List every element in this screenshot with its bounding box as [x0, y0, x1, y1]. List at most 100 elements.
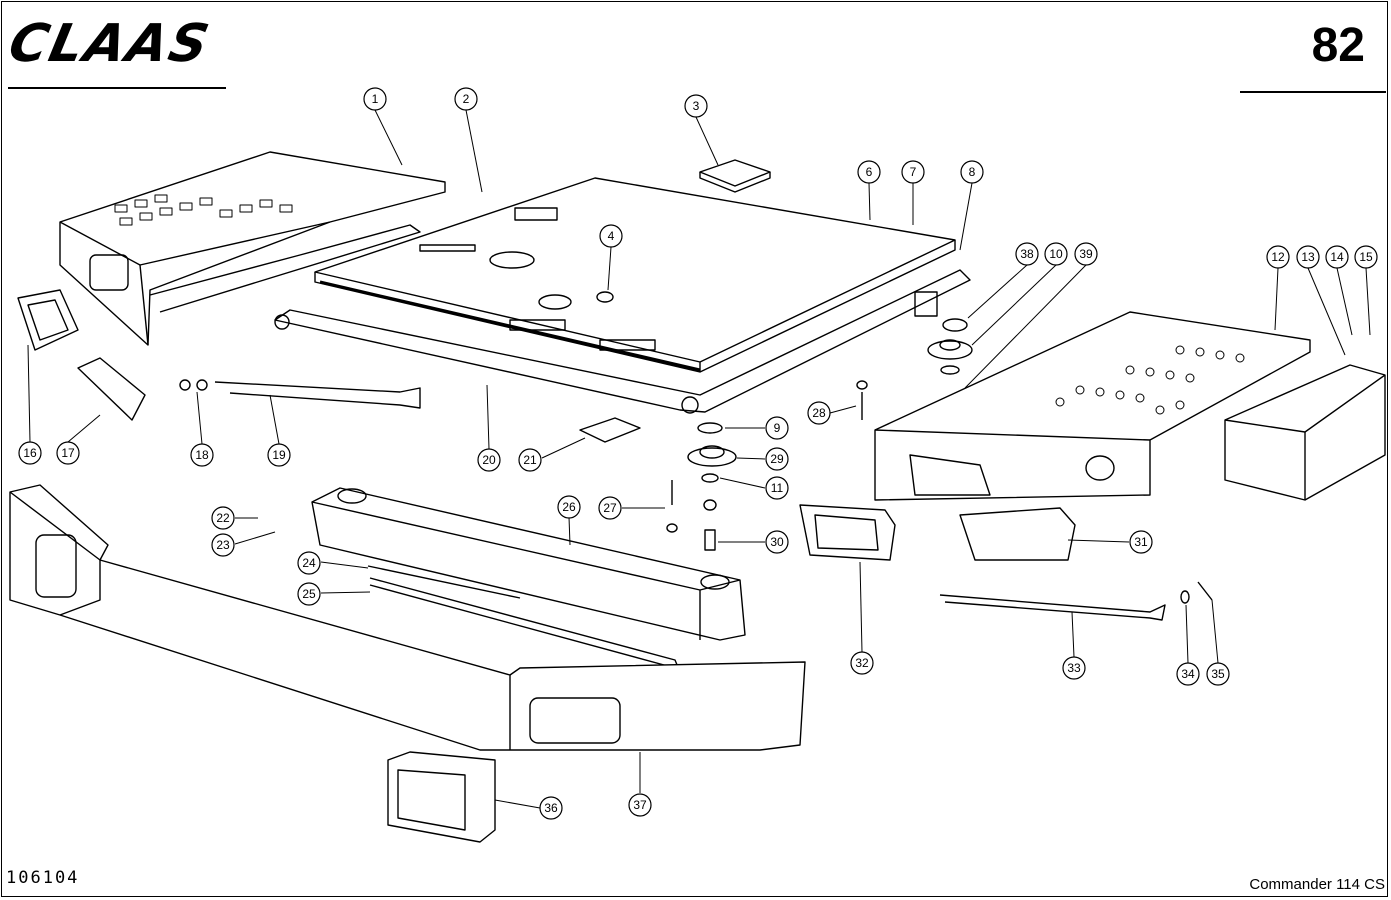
- svg-text:29: 29: [770, 452, 784, 466]
- svg-text:9: 9: [774, 421, 781, 435]
- callout-26: 26: [557, 495, 581, 519]
- part-21-cover: [579, 417, 641, 443]
- svg-text:12: 12: [1271, 250, 1285, 264]
- svg-text:36: 36: [544, 801, 558, 815]
- callout-2: 2: [454, 87, 478, 111]
- callout-35: 35: [1206, 662, 1230, 686]
- callout-13: 13: [1296, 245, 1320, 269]
- callout-9: 9: [765, 416, 789, 440]
- part-10-mount: [927, 318, 973, 375]
- svg-text:39: 39: [1079, 247, 1093, 261]
- part-19-rod: [179, 379, 421, 409]
- part-20-cross-member: [274, 269, 971, 414]
- svg-text:11: 11: [771, 481, 784, 495]
- svg-text:30: 30: [770, 535, 784, 549]
- svg-text:17: 17: [61, 446, 75, 460]
- leader-lines: [27, 109, 1371, 809]
- svg-text:35: 35: [1211, 667, 1225, 681]
- callout-17: 17: [56, 441, 80, 465]
- svg-text:28: 28: [812, 406, 826, 420]
- svg-text:10: 10: [1049, 247, 1063, 261]
- svg-text:15: 15: [1359, 250, 1373, 264]
- callout-37: 37: [628, 793, 652, 817]
- callout-20: 20: [477, 448, 501, 472]
- callout-16: 16: [18, 441, 42, 465]
- callout-27: 27: [598, 496, 622, 520]
- callout-1: 1: [363, 87, 387, 111]
- callout-8: 8: [960, 160, 984, 184]
- callout-38: 38: [1015, 242, 1039, 266]
- svg-text:21: 21: [523, 453, 537, 467]
- callout-23: 23: [211, 533, 235, 557]
- part-29-mount: [666, 380, 868, 551]
- part-16-duct-frame: [17, 289, 79, 351]
- svg-text:25: 25: [302, 587, 316, 601]
- part-31-plate: [959, 507, 1076, 561]
- svg-text:18: 18: [195, 448, 209, 462]
- svg-text:31: 31: [1134, 535, 1148, 549]
- svg-text:32: 32: [855, 656, 869, 670]
- callout-29: 29: [765, 447, 789, 471]
- model-name: Commander 114 CS: [1249, 876, 1385, 893]
- callout-11: 11: [765, 476, 789, 500]
- svg-text:7: 7: [910, 165, 917, 179]
- svg-text:33: 33: [1067, 661, 1081, 675]
- svg-text:2: 2: [463, 92, 470, 106]
- callout-6: 6: [857, 160, 881, 184]
- svg-text:14: 14: [1330, 250, 1344, 264]
- svg-text:6: 6: [866, 165, 873, 179]
- part-37-bumper: [9, 484, 806, 751]
- part-33-rod: [939, 581, 1213, 621]
- svg-text:26: 26: [562, 500, 576, 514]
- svg-text:24: 24: [302, 556, 316, 570]
- svg-text:4: 4: [608, 229, 615, 243]
- part-32-duct-frame: [799, 504, 896, 561]
- callout-21: 21: [518, 448, 542, 472]
- callout-31: 31: [1129, 530, 1153, 554]
- callout-14: 14: [1325, 245, 1349, 269]
- callout-28: 28: [807, 401, 831, 425]
- callout-labels: 1 2 3 4 6 7 8 38 10 39 12 13 14 15 16 17…: [18, 87, 1378, 820]
- svg-text:16: 16: [23, 446, 37, 460]
- callout-30: 30: [765, 530, 789, 554]
- callout-24: 24: [297, 551, 321, 575]
- svg-text:20: 20: [482, 453, 496, 467]
- part-3-pad: [699, 159, 771, 193]
- part-6-floor-plate: [314, 177, 956, 373]
- callout-12: 12: [1266, 245, 1290, 269]
- callout-25: 25: [297, 582, 321, 606]
- header-rule-right: [1240, 91, 1386, 93]
- svg-text:8: 8: [969, 165, 976, 179]
- callout-10: 10: [1044, 242, 1068, 266]
- callout-19: 19: [267, 443, 291, 467]
- page-number: 82: [1311, 19, 1365, 72]
- svg-text:23: 23: [216, 538, 230, 552]
- svg-text:13: 13: [1301, 250, 1315, 264]
- svg-text:3: 3: [693, 99, 700, 113]
- callout-22: 22: [211, 506, 235, 530]
- callout-39: 39: [1074, 242, 1098, 266]
- document-number: 106104: [6, 868, 80, 888]
- part-1-platform-frame: [59, 151, 446, 346]
- callout-3: 3: [684, 94, 708, 118]
- svg-text:34: 34: [1181, 667, 1195, 681]
- svg-text:22: 22: [216, 511, 230, 525]
- callout-18: 18: [190, 443, 214, 467]
- part-36-duct: [387, 751, 496, 843]
- callout-36: 36: [539, 796, 563, 820]
- svg-text:37: 37: [633, 798, 647, 812]
- callout-33: 33: [1062, 656, 1086, 680]
- header-rule-left: [8, 87, 226, 89]
- callout-7: 7: [901, 160, 925, 184]
- svg-text:27: 27: [603, 501, 617, 515]
- part-17-plate: [77, 357, 146, 421]
- part-26-tube: [311, 487, 746, 641]
- svg-text:1: 1: [372, 92, 379, 106]
- svg-text:19: 19: [272, 448, 286, 462]
- callout-15: 15: [1354, 245, 1378, 269]
- callout-32: 32: [850, 651, 874, 675]
- part-12-right-platform: [874, 311, 1386, 501]
- svg-text:38: 38: [1020, 247, 1034, 261]
- callout-4: 4: [599, 224, 623, 248]
